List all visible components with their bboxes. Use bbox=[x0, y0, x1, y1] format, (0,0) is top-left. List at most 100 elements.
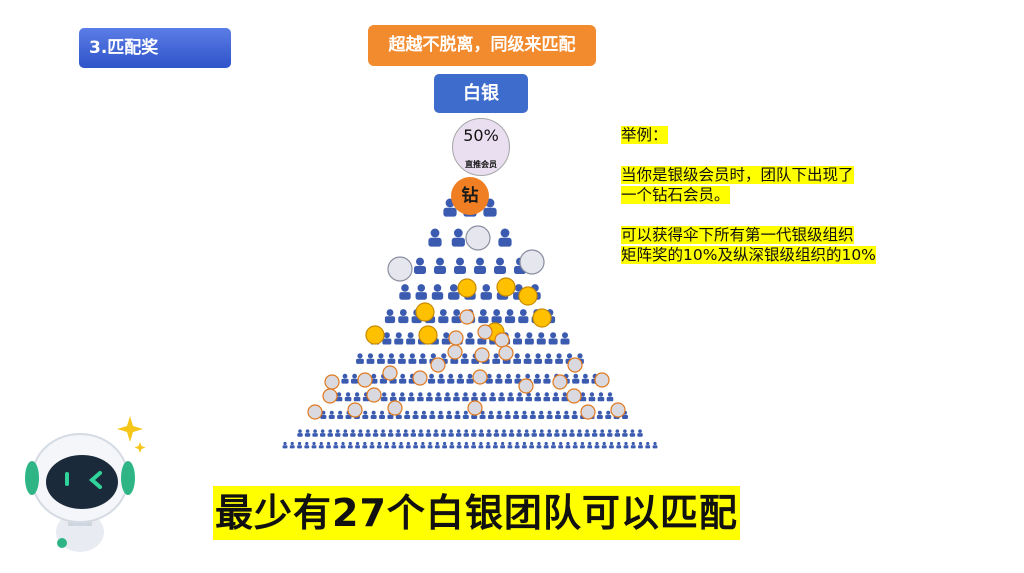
person-icon bbox=[434, 441, 440, 449]
member-marker bbox=[518, 286, 538, 306]
person-icon bbox=[382, 332, 392, 345]
person-icon bbox=[417, 392, 424, 402]
person-icon bbox=[304, 429, 311, 437]
member-marker bbox=[457, 278, 477, 298]
member-marker bbox=[518, 378, 534, 394]
person-icon bbox=[451, 309, 462, 324]
member-marker bbox=[610, 402, 626, 418]
person-icon bbox=[441, 332, 451, 345]
person-icon bbox=[492, 441, 498, 449]
person-icon bbox=[504, 373, 513, 384]
person-icon bbox=[344, 392, 352, 402]
person-icon bbox=[335, 392, 343, 402]
person-icon bbox=[565, 441, 571, 449]
member-marker bbox=[566, 388, 582, 404]
person-icon bbox=[533, 373, 541, 384]
member-marker bbox=[552, 374, 568, 390]
person-icon bbox=[376, 441, 382, 449]
person-icon bbox=[498, 392, 505, 402]
person-icon bbox=[543, 392, 551, 402]
person-icon bbox=[485, 441, 491, 449]
person-icon bbox=[362, 441, 368, 449]
person-icon bbox=[398, 441, 404, 449]
person-icon bbox=[492, 353, 501, 364]
person-icon bbox=[351, 373, 359, 384]
person-icon bbox=[342, 429, 349, 437]
example-line: 矩阵奖的10%及纵深银级组织的10% bbox=[621, 246, 876, 264]
person-icon bbox=[536, 441, 542, 449]
person-icon bbox=[645, 441, 651, 449]
example-heading: 举例： bbox=[621, 126, 668, 144]
person-icon bbox=[446, 410, 453, 419]
person-icon bbox=[353, 392, 361, 402]
person-icon bbox=[318, 441, 324, 449]
member-marker bbox=[387, 256, 413, 282]
person-icon bbox=[523, 429, 530, 437]
member-marker bbox=[324, 374, 340, 390]
person-icon bbox=[513, 332, 522, 345]
person-icon bbox=[496, 410, 503, 419]
person-icon bbox=[377, 353, 385, 364]
person-icon bbox=[471, 429, 477, 437]
member-marker bbox=[448, 330, 464, 346]
person-icon bbox=[403, 429, 409, 437]
person-icon bbox=[418, 353, 427, 364]
person-icon bbox=[563, 410, 570, 419]
person-icon bbox=[523, 353, 532, 364]
member-marker bbox=[307, 404, 323, 420]
person-icon bbox=[350, 429, 356, 437]
person-icon bbox=[558, 441, 564, 449]
person-icon bbox=[546, 429, 553, 437]
person-icon bbox=[384, 309, 396, 324]
person-icon bbox=[465, 332, 475, 345]
person-icon bbox=[456, 441, 462, 449]
member-marker bbox=[472, 369, 488, 385]
person-icon bbox=[591, 429, 598, 437]
person-icon bbox=[552, 392, 560, 402]
person-icon bbox=[335, 429, 341, 437]
person-icon bbox=[561, 392, 569, 402]
person-icon bbox=[460, 353, 469, 364]
person-icon bbox=[405, 441, 411, 449]
person-icon bbox=[408, 353, 417, 364]
person-icon bbox=[462, 410, 469, 419]
person-icon bbox=[606, 392, 614, 402]
person-icon bbox=[415, 284, 427, 300]
person-icon bbox=[327, 429, 333, 437]
person-icon bbox=[531, 429, 537, 437]
person-icon bbox=[605, 410, 612, 419]
person-icon bbox=[601, 441, 607, 449]
member-marker bbox=[532, 308, 552, 328]
person-icon bbox=[304, 441, 310, 449]
percent-value: 50% bbox=[463, 126, 499, 145]
person-icon bbox=[513, 410, 520, 419]
person-icon bbox=[438, 309, 449, 324]
person-icon bbox=[529, 410, 536, 419]
person-icon bbox=[614, 429, 621, 437]
person-icon bbox=[548, 332, 558, 345]
person-icon bbox=[539, 429, 545, 437]
person-icon bbox=[370, 410, 377, 419]
sparkle-icon bbox=[117, 416, 143, 442]
person-icon bbox=[486, 429, 492, 437]
person-icon bbox=[384, 441, 389, 449]
person-icon bbox=[328, 410, 335, 419]
person-icon bbox=[326, 441, 331, 449]
person-icon bbox=[485, 373, 493, 384]
person-icon bbox=[427, 373, 436, 384]
person-icon bbox=[580, 441, 585, 449]
person-icon bbox=[380, 392, 388, 402]
person-icon bbox=[451, 228, 465, 247]
member-marker bbox=[415, 302, 435, 322]
person-icon bbox=[455, 429, 462, 437]
person-icon bbox=[312, 429, 318, 437]
person-icon bbox=[493, 429, 500, 437]
person-icon bbox=[587, 441, 593, 449]
person-icon bbox=[555, 353, 563, 364]
person-icon bbox=[311, 441, 317, 449]
silver-level-box: 白银 bbox=[434, 74, 528, 113]
person-icon bbox=[538, 410, 545, 419]
person-icon bbox=[399, 284, 411, 300]
person-icon bbox=[560, 332, 570, 345]
person-icon bbox=[389, 392, 397, 402]
